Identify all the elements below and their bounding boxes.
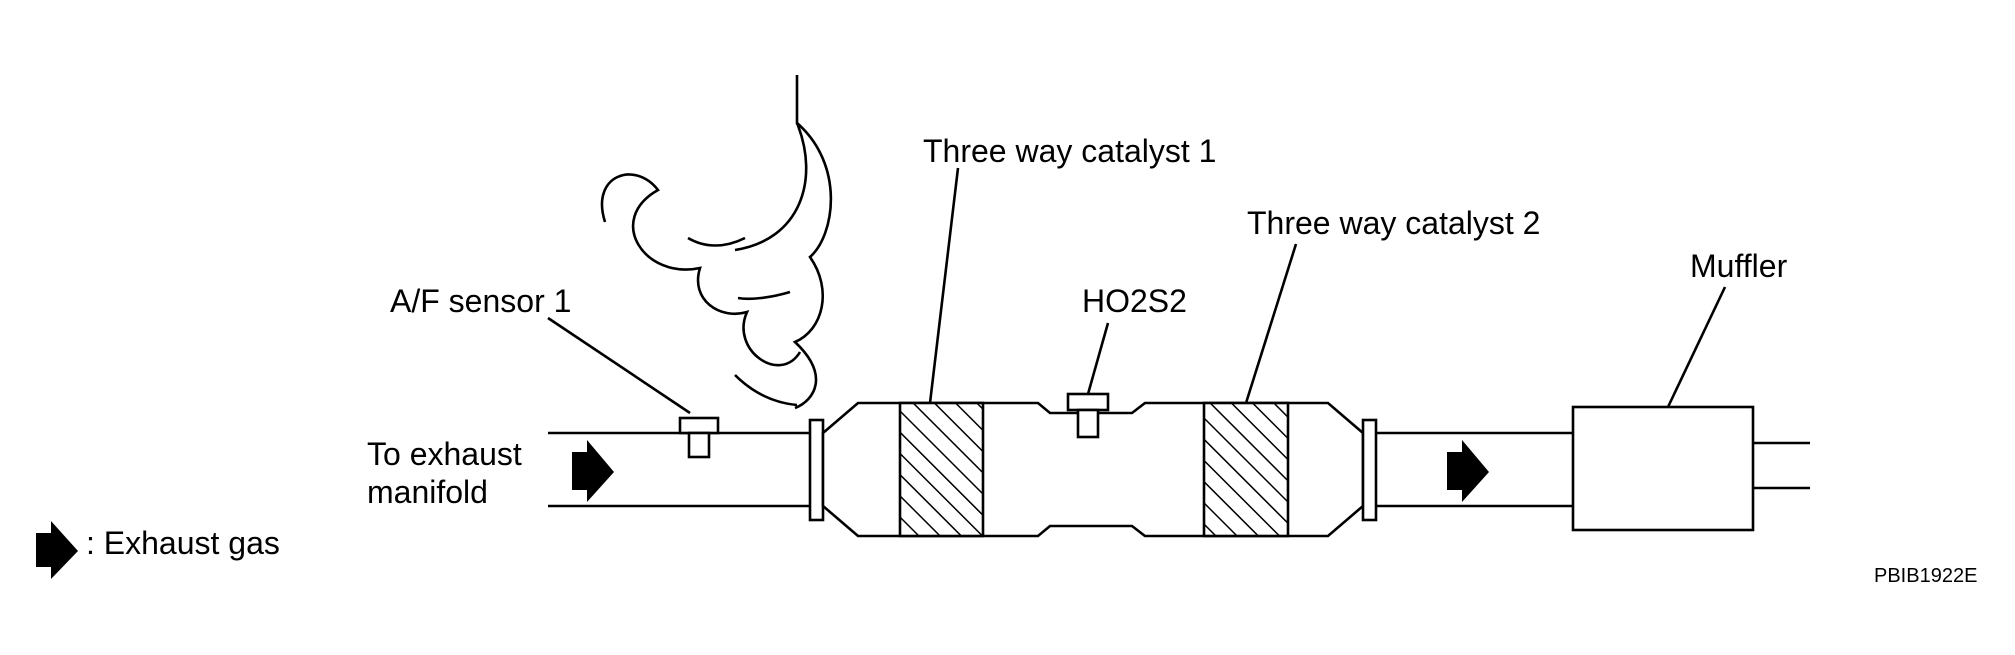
three-way-catalyst-1-brick <box>898 401 985 538</box>
ho2s2-label: HO2S2 <box>1082 283 1187 319</box>
exhaust-smoke-cloud <box>600 75 833 410</box>
muffler-label: Muffler <box>1690 248 1788 284</box>
af-sensor-1-label: A/F sensor 1 <box>390 283 571 319</box>
flange-1 <box>808 418 825 522</box>
leader-lines <box>547 167 1727 415</box>
muffler-body <box>1571 405 1755 532</box>
legend-arrow-icon <box>36 521 78 579</box>
flow-arrow-icon <box>572 440 614 502</box>
three-way-catalyst-2-label: Three way catalyst 2 <box>1247 205 1540 241</box>
three-way-catalyst-2-brick <box>1202 401 1290 538</box>
legend-label: : Exhaust gas <box>86 525 280 561</box>
tail-pipe <box>1753 441 1810 490</box>
af-sensor-1 <box>678 416 720 459</box>
flange-2 <box>1361 418 1378 522</box>
to-exhaust-manifold-label-line2: manifold <box>367 474 488 510</box>
outlet-pipe <box>1376 431 1573 508</box>
three-way-catalyst-1-label: Three way catalyst 1 <box>923 133 1216 169</box>
to-exhaust-manifold-label-line1: To exhaust <box>367 436 522 472</box>
figure-code: PBIB1922E <box>1874 565 1977 587</box>
flow-arrow-icon <box>1447 440 1489 502</box>
